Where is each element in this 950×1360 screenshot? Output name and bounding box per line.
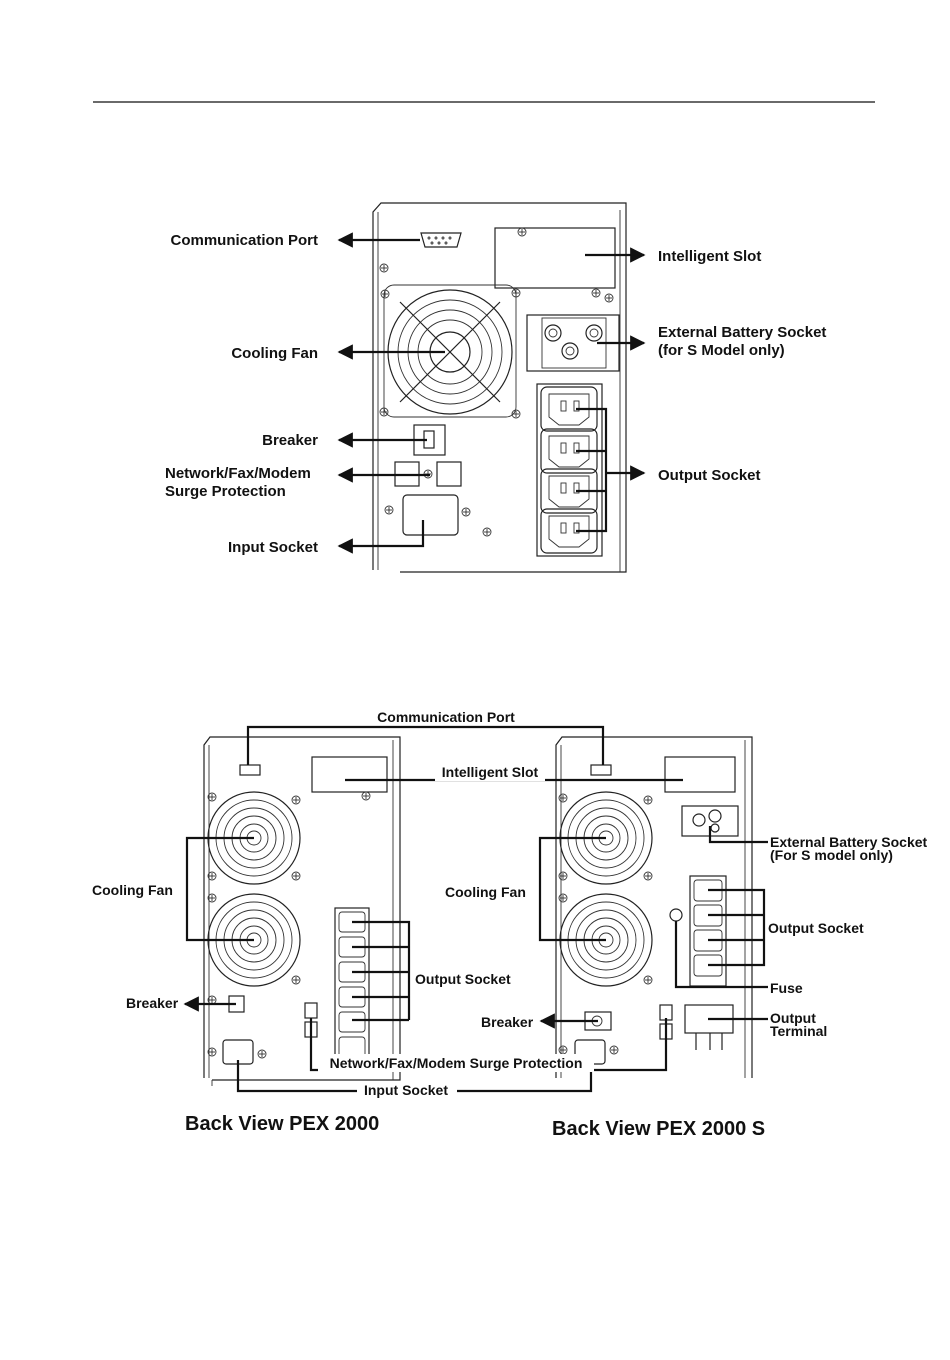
figure1-label-surge-2: Surge Protection — [165, 483, 286, 500]
figure2-cooling-fan-right-bracket — [538, 836, 606, 942]
figure1-label-output-socket: Output Socket — [658, 467, 761, 484]
figure2-label-output-terminal-2: Terminal — [770, 1023, 827, 1039]
figure1-label-cooling-fan: Cooling Fan — [231, 345, 318, 362]
figure2-communication-port-bracket — [246, 725, 605, 765]
figure1-label-external-battery-1: External Battery Socket — [658, 324, 826, 341]
figure1-enclosure — [372, 202, 627, 573]
figure2-label-breaker-left: Breaker — [126, 995, 179, 1011]
figure1-external-battery-socket-shape — [526, 314, 620, 372]
figure1-surge-right-shape — [436, 461, 462, 487]
figure1-input-socket-shape — [402, 494, 459, 536]
figure2-label-breaker-right: Breaker — [481, 1014, 534, 1030]
figure2-label-communication-port: Communication Port — [377, 709, 515, 725]
figure2-right-intelligent-slot-shape — [664, 756, 736, 793]
figure1-output-panel — [536, 383, 603, 557]
figure2-back-views: Communication Port Intelligent Slot Cool… — [92, 707, 928, 1140]
figure1-intelligent-slot-shape — [494, 227, 616, 289]
figure2-caption-left: Back View PEX 2000 — [185, 1113, 379, 1135]
figure2-left-comm-port-shape — [239, 764, 261, 776]
figure1-output-socket-bracket — [576, 407, 608, 533]
figure2-cooling-fan-left-bracket — [185, 836, 254, 942]
figure2-external-battery-line — [708, 826, 768, 844]
figure2-label-output-socket-left: Output Socket — [415, 971, 511, 987]
figure2-fuse-line — [674, 921, 768, 989]
figure2-label-output-terminal-1: Output — [770, 1010, 816, 1026]
figure2-label-fuse: Fuse — [770, 980, 803, 996]
figure2-label-cooling-fan-left: Cooling Fan — [92, 882, 173, 898]
figure1-label-intelligent-slot: Intelligent Slot — [658, 248, 761, 265]
figure2-label-input-socket: Input Socket — [364, 1082, 448, 1098]
figure1-back-view: Communication Port Intelligent Slot Cool… — [165, 202, 826, 573]
figure2-label-surge-protection: Network/Fax/Modem Surge Protection — [330, 1055, 583, 1071]
figure2-output-socket-right-bracket — [708, 888, 766, 967]
figure1-input-socket-arrow — [337, 520, 425, 554]
figure1-label-input-socket: Input Socket — [228, 539, 318, 556]
figure2-label-external-battery-2: (For S model only) — [770, 847, 893, 863]
figure2-left-intelligent-slot-shape — [311, 756, 388, 793]
figure2-right-comm-port-shape — [590, 764, 612, 776]
figure2-right-fuse-shape — [669, 908, 683, 922]
figure1-label-external-battery-2: (for S Model only) — [658, 342, 785, 359]
figure1-label-breaker: Breaker — [262, 432, 318, 449]
figure2-right-unit — [555, 736, 753, 1078]
figure2-output-socket-left-bracket — [352, 920, 411, 1022]
figure2-caption-right: Back View PEX 2000 S — [552, 1118, 765, 1140]
figure2-label-output-socket-right: Output Socket — [768, 920, 864, 936]
figure1-label-communication-port: Communication Port — [170, 232, 318, 249]
figure1-label-surge-1: Network/Fax/Modem — [165, 465, 311, 482]
figure2-label-intelligent-slot: Intelligent Slot — [442, 764, 539, 780]
figure2-label-external-battery-1: External Battery Socket — [770, 834, 928, 850]
figure1-communication-port-shape — [420, 232, 462, 248]
figure2-label-cooling-fan-right: Cooling Fan — [445, 884, 526, 900]
figure2-left-unit — [203, 736, 401, 1086]
